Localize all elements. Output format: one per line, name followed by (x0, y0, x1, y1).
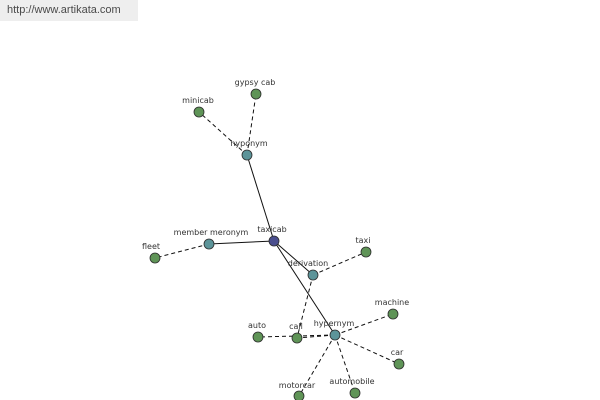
node-label-gypsy_cab[interactable]: gypsy cab (235, 78, 276, 87)
node-fleet[interactable] (149, 252, 161, 264)
node-label-machine[interactable]: machine (375, 298, 409, 307)
node-label-derivation[interactable]: derivation (288, 259, 328, 268)
node-taxicab[interactable] (268, 235, 280, 247)
node-label-taxicab[interactable]: taxicab (257, 225, 286, 234)
node-automobile[interactable] (349, 387, 361, 399)
node-label-car[interactable]: car (391, 348, 404, 357)
site-url-link[interactable]: http://www.artikata.com (7, 4, 121, 16)
edge-hypernym-car (334, 334, 400, 365)
edge-hyponym-gypsy_cab (246, 93, 257, 156)
node-label-member_meronym[interactable]: member meronym (174, 228, 249, 237)
url-banner: http://www.artikata.com (0, 0, 138, 21)
node-label-fleet[interactable]: fleet (142, 242, 160, 251)
node-car[interactable] (393, 358, 405, 370)
node-label-automobile[interactable]: automobile (329, 377, 374, 386)
edge-hypernym-automobile (334, 334, 356, 394)
edge-derivation-call (296, 274, 314, 339)
node-motorcar[interactable] (293, 390, 305, 400)
node-hyponym[interactable] (241, 149, 253, 161)
labels-layer: taxicab hyponym member meronym derivation hy… (142, 78, 409, 390)
edge-taxicab-hypernym (273, 240, 336, 336)
node-taxi[interactable] (360, 246, 372, 258)
node-gypsy_cab[interactable] (250, 88, 262, 100)
edge-hypernym-motorcar (298, 334, 336, 397)
node-label-hypernym[interactable]: hypernym (314, 319, 355, 328)
edge-member_meronym-fleet (154, 243, 210, 259)
edge-taxicab-derivation (273, 240, 314, 276)
node-label-minicab[interactable]: minicab (182, 96, 214, 105)
nodes-layer (149, 88, 405, 400)
edge-hypernym-call (296, 334, 336, 339)
node-label-taxi[interactable]: taxi (356, 236, 371, 245)
edge-hypernym-machine (334, 313, 394, 336)
node-call[interactable] (291, 332, 303, 344)
node-member_meronym[interactable] (203, 238, 215, 250)
edge-taxicab-member_meronym (208, 240, 275, 245)
node-label-auto[interactable]: auto (248, 321, 266, 330)
node-machine[interactable] (387, 308, 399, 320)
node-auto[interactable] (252, 331, 264, 343)
node-label-motorcar[interactable]: motorcar (279, 381, 316, 390)
edge-hyponym-minicab (198, 111, 248, 156)
node-label-call[interactable]: call (289, 322, 303, 331)
edges-layer (154, 93, 400, 397)
edge-derivation-taxi (312, 251, 367, 276)
node-minicab[interactable] (193, 106, 205, 118)
edge-taxicab-hyponym (246, 154, 275, 242)
node-label-hyponym[interactable]: hyponym (230, 139, 268, 148)
node-derivation[interactable] (307, 269, 319, 281)
node-hypernym[interactable] (329, 329, 341, 341)
